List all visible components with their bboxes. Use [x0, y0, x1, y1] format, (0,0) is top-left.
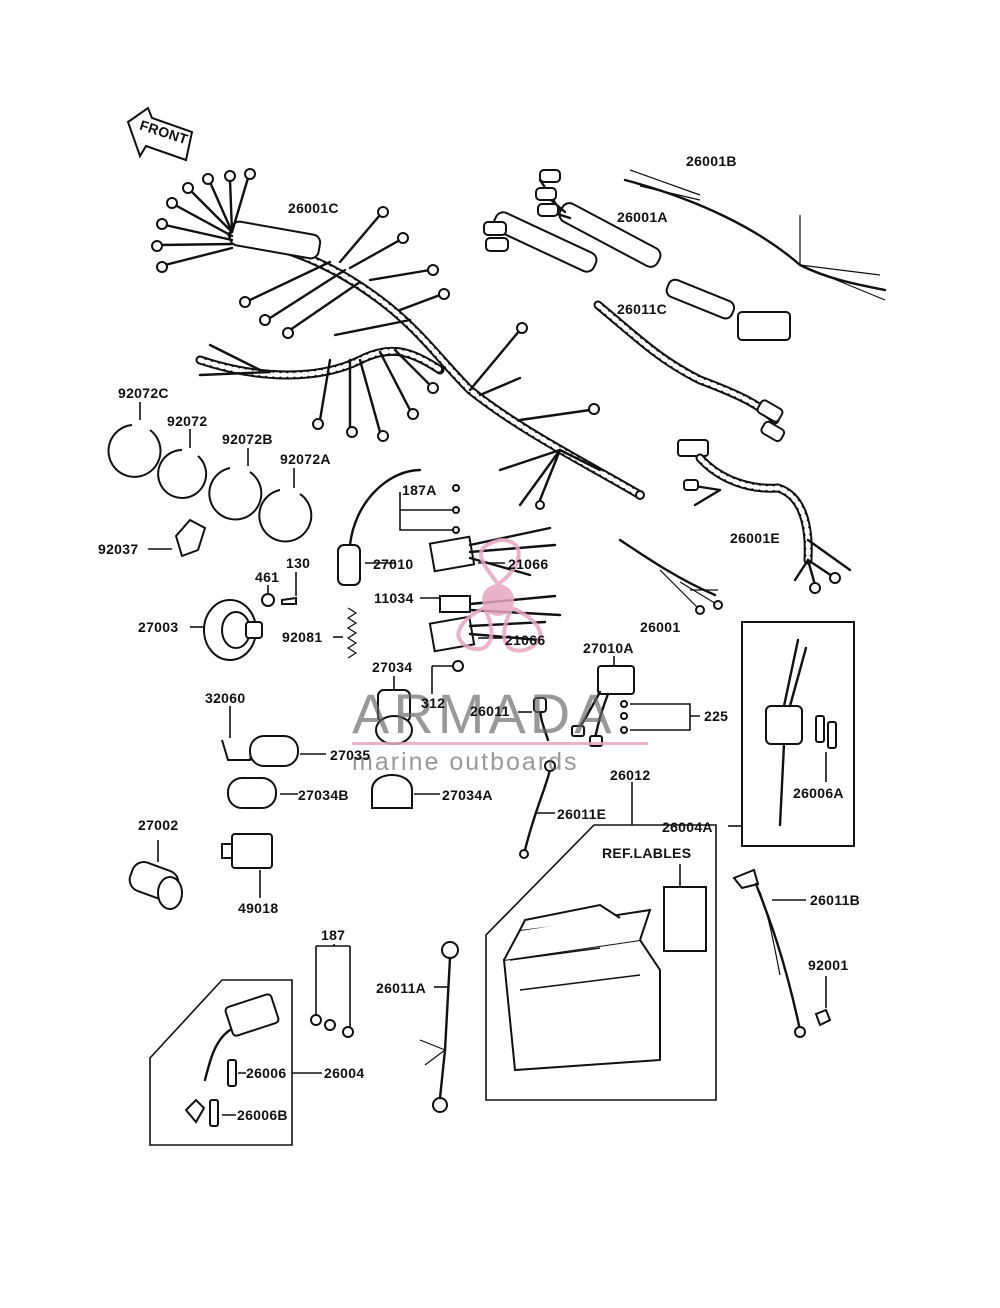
label-26001a: 26001A	[617, 209, 668, 225]
part-labels: 26001C 26001B 26001A 26011C 26001E 26001…	[98, 153, 860, 1123]
ref-labels-text: REF.LABLES	[602, 845, 691, 861]
socket-27002	[128, 840, 183, 910]
screws-225	[620, 700, 700, 734]
watermark: ARMADA marine outboards	[352, 537, 648, 776]
label-21066-top: 21066	[508, 556, 548, 572]
switch-27034	[375, 676, 413, 745]
label-26011e: 26011E	[557, 806, 606, 822]
front-arrow: FRONT	[126, 106, 194, 162]
battery-26012: REF.LABLES	[485, 782, 717, 1101]
clamp-92072	[157, 429, 208, 499]
fuse-box-inset-26004a	[728, 621, 855, 847]
label-21066-bottom: 21066	[505, 632, 545, 648]
screws-187a	[399, 484, 460, 534]
label-27035: 27035	[330, 747, 370, 763]
switch-27034a	[371, 774, 440, 809]
bracket-92037	[148, 518, 207, 558]
harness-26001	[618, 538, 723, 615]
label-26004: 26004	[324, 1065, 364, 1081]
label-26006b: 26006B	[237, 1107, 288, 1123]
label-26001e: 26001E	[730, 530, 780, 546]
label-92072c: 92072C	[118, 385, 169, 401]
label-11034: 11034	[374, 590, 414, 606]
nut-312	[431, 660, 464, 694]
label-26006a: 26006A	[793, 785, 844, 801]
label-461: 461	[255, 569, 279, 585]
watermark-tagline: marine outboards	[352, 748, 579, 776]
cable-26011	[518, 697, 550, 742]
label-27034b: 27034B	[298, 787, 349, 803]
harness-26001e	[677, 439, 852, 594]
label-92072a: 92072A	[280, 451, 331, 467]
horn-27003	[190, 572, 297, 661]
cable-26011b	[732, 868, 806, 1038]
label-26004a: 26004A	[662, 819, 713, 835]
label-26011a: 26011A	[376, 980, 426, 996]
screws-187	[310, 944, 354, 1038]
fuse-box-inset-26004	[149, 979, 322, 1146]
clamp-92072a	[258, 468, 313, 543]
bolt-92001	[814, 976, 832, 1027]
clamp-92072c	[107, 402, 162, 478]
label-26001: 26001	[640, 619, 680, 635]
label-92001: 92001	[808, 957, 848, 973]
label-49018: 49018	[238, 900, 278, 916]
spring-92081	[333, 607, 358, 659]
harness-26011c	[593, 278, 791, 443]
switch-27010	[337, 468, 422, 586]
label-26011c: 26011C	[617, 301, 667, 317]
label-187a: 187A	[402, 482, 437, 498]
label-27034: 27034	[372, 659, 412, 675]
label-225: 225	[704, 708, 728, 724]
label-26011b: 26011B	[810, 892, 860, 908]
relay-27035	[249, 735, 326, 767]
label-27010a: 27010A	[583, 640, 634, 656]
label-27002: 27002	[138, 817, 178, 833]
harness-26001b	[623, 169, 887, 301]
label-27034a: 27034A	[442, 787, 493, 803]
relay-board-21066-top	[428, 526, 557, 577]
main-harness-26001c	[151, 168, 645, 510]
cable-26011a	[419, 941, 459, 1113]
harness-26001a	[483, 169, 662, 273]
label-92037: 92037	[98, 541, 138, 557]
relay-27034b	[227, 777, 298, 809]
label-92081: 92081	[282, 629, 322, 645]
label-92072b: 92072B	[222, 431, 273, 447]
clamp-92072b	[208, 448, 263, 521]
relay-49018	[221, 833, 273, 898]
watermark-rule	[352, 742, 648, 745]
label-26006: 26006	[246, 1065, 286, 1081]
label-92072: 92072	[167, 413, 207, 429]
label-27010: 27010	[373, 556, 413, 572]
label-187: 187	[321, 927, 345, 943]
label-32060: 32060	[205, 690, 245, 706]
watermark-brand: ARMADA	[352, 682, 616, 745]
label-312: 312	[421, 695, 445, 711]
label-26011: 26011	[470, 703, 510, 719]
label-26001b: 26001B	[686, 153, 737, 169]
label-27003: 27003	[138, 619, 178, 635]
label-130: 130	[286, 555, 310, 571]
watermark-propeller-icon	[456, 537, 543, 653]
label-26001c: 26001C	[288, 200, 339, 216]
cable-26011e	[519, 760, 556, 859]
label-26012: 26012	[610, 767, 650, 783]
